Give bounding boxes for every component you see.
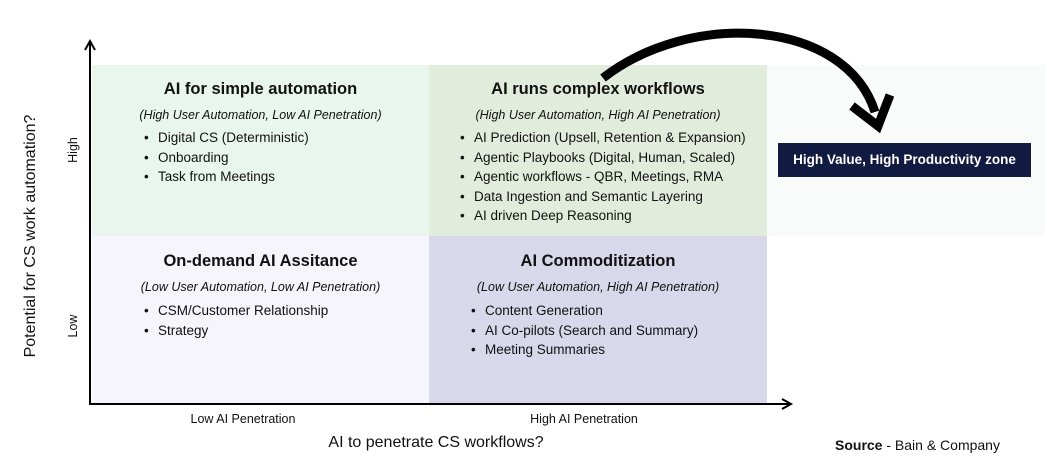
list-item: AI Co-pilots (Search and Summary) [471,321,698,341]
quadrant-subtitle: (Low User Automation, High AI Penetratio… [476,280,720,294]
list-item: Agentic Playbooks (Digital, Human, Scale… [460,148,746,168]
list-item: CSM/Customer Relationship [144,301,328,321]
y-tick-high: High [66,137,80,163]
quadrant-commoditization: AI Commoditization (Low User Automation,… [429,236,767,404]
list-item: Strategy [144,321,328,341]
y-axis-title: Potential for CS work automation? [22,114,39,358]
x-axis-line [89,398,794,410]
x-tick-high: High AI Penetration [530,412,638,426]
quadrant-list: Digital CS (Deterministic) Onboarding Ta… [144,128,309,187]
quadrant-list: AI Prediction (Upsell, Retention & Expan… [460,128,746,226]
list-item: AI driven Deep Reasoning [460,206,746,226]
quadrant-title: AI for simple automation [163,80,358,98]
list-item: AI Prediction (Upsell, Retention & Expan… [460,128,746,148]
quadrant-title: On-demand AI Assitance [163,252,358,270]
source-label: Source [835,437,883,453]
x-tick-low: Low AI Penetration [190,412,296,426]
y-tick-low: Low [66,314,80,338]
quadrant-list: CSM/Customer Relationship Strategy [144,301,328,340]
quadrant-subtitle: (High User Automation, Low AI Penetratio… [139,108,382,122]
quadrant-complex-workflows: AI runs complex workflows (High User Aut… [429,65,767,236]
source-note: Source - Bain & Company [835,437,1000,453]
list-item: Onboarding [144,148,309,168]
list-item: Content Generation [471,301,698,321]
quadrant-simple-automation: AI for simple automation (High User Auto… [92,65,429,236]
quadrant-title: AI runs complex workflows [491,80,705,98]
list-item: Agentic workflows - QBR, Meetings, RMA [460,167,746,187]
quadrant-subtitle: (Low User Automation, Low AI Penetration… [140,280,381,294]
list-item: Digital CS (Deterministic) [144,128,309,148]
y-axis-line [84,38,96,403]
high-value-zone-label: High Value, High Productivity zone [778,143,1031,177]
list-item: Meeting Summaries [471,340,698,360]
quadrant-list: Content Generation AI Co-pilots (Search … [471,301,698,360]
list-item: Task from Meetings [144,167,309,187]
list-item: Data Ingestion and Semantic Layering [460,187,746,207]
quadrant-on-demand-assistance: On-demand AI Assitance (Low User Automat… [92,236,429,404]
source-text: - Bain & Company [882,437,1000,453]
curved-arrow-icon [600,28,895,134]
quadrant-subtitle: (High User Automation, High AI Penetrati… [475,108,721,122]
quadrant-title: AI Commoditization [520,252,676,270]
x-axis-title: AI to penetrate CS workflows? [328,434,544,451]
